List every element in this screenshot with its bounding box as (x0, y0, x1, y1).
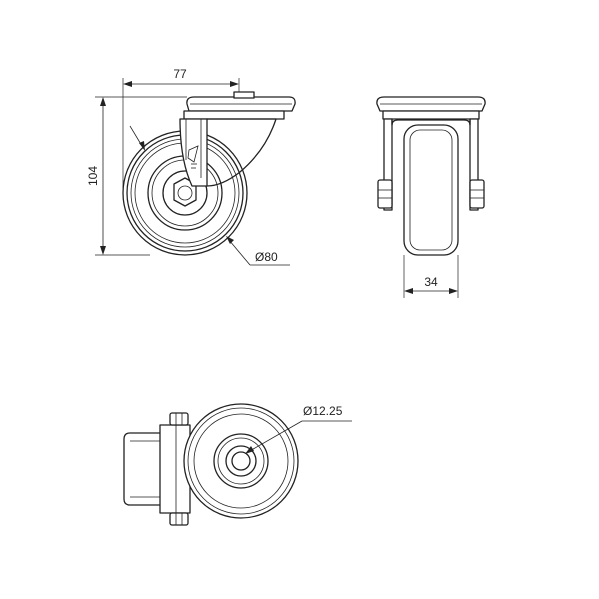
side-view: 77 104 Ø80 (86, 67, 296, 266)
side-view-top-plate (183, 91, 296, 120)
dimension-wheel-diameter-label: Ø80 (255, 250, 278, 264)
bolt-head-top (169, 412, 189, 426)
dimension-wheel-width-label: 34 (424, 275, 438, 289)
side-view-fork (179, 118, 277, 187)
dimension-bore-diameter: Ø12.25 (245, 404, 352, 454)
axle-nut-left (377, 179, 393, 209)
bottom-view-wheel (183, 403, 299, 519)
bolt-head-bottom (169, 512, 189, 526)
dimension-wheel-width: 34 (403, 255, 459, 298)
dimension-wheel-diameter: Ø80 (226, 236, 290, 266)
dimension-bore-diameter-label: Ø12.25 (303, 404, 343, 418)
front-view: 34 (376, 96, 486, 298)
axle-nut-right (469, 179, 485, 209)
dimension-height-label: 104 (86, 166, 100, 186)
dimension-height: 104 (86, 96, 187, 256)
brand-logo-icon (187, 145, 199, 169)
axle-hex-nut (173, 177, 197, 207)
dimension-width-label: 77 (173, 67, 187, 81)
front-view-wheel (403, 124, 459, 256)
dimension-width: 77 (122, 67, 240, 188)
bottom-view: Ø12.25 (123, 403, 352, 526)
